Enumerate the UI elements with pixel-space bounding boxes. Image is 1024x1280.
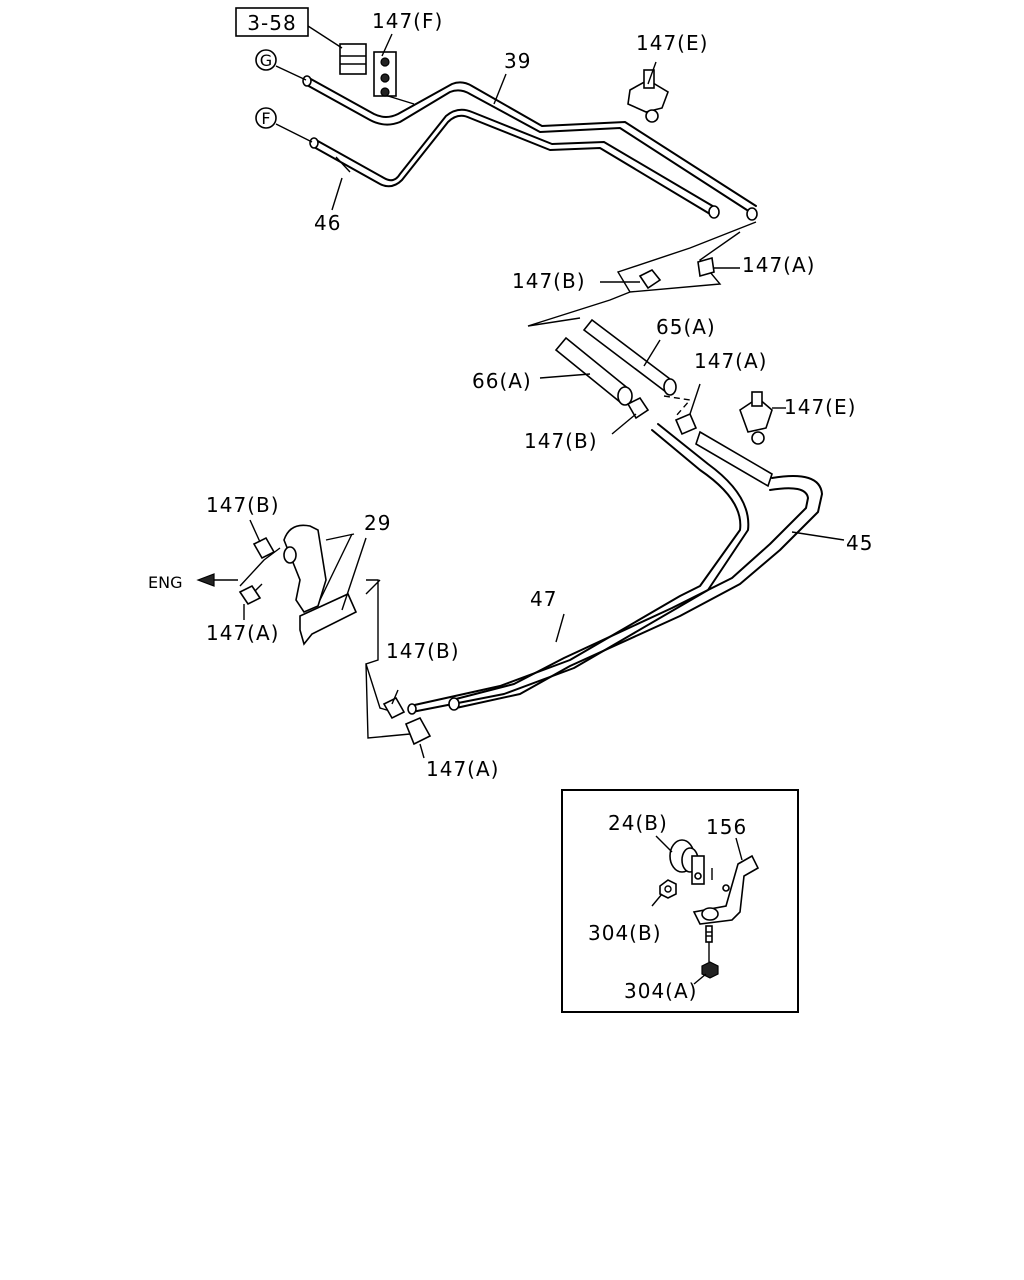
label-47: 47 — [530, 587, 557, 611]
label-66a: 66(A) — [472, 369, 532, 393]
inset-panel: 24(B) 156 304(B) 304(A) — [561, 789, 799, 1013]
marker-f: F — [255, 107, 313, 143]
engine-arrow — [196, 573, 238, 587]
dashed-connector — [663, 395, 692, 417]
label-147a-lower: 147(A) — [426, 757, 499, 781]
label-304a: 304(A) — [624, 979, 697, 1003]
clip-147b-lower — [382, 689, 406, 720]
grommet-24b — [655, 835, 705, 885]
hose-66a — [539, 336, 633, 406]
clip-147e-mid — [739, 391, 786, 445]
label-304b: 304(B) — [588, 921, 662, 945]
hose-65a — [582, 318, 677, 396]
label-147a-left: 147(A) — [206, 621, 279, 645]
label-24b: 24(B) — [608, 811, 668, 835]
label-45: 45 — [846, 531, 873, 555]
label-147e-top: 147(E) — [636, 31, 708, 55]
label-46: 46 — [314, 211, 341, 235]
svg-text:F: F — [261, 109, 270, 128]
label-eng: ENG — [148, 573, 182, 592]
pipe-46 — [309, 108, 720, 219]
marker-g: G — [255, 49, 307, 81]
label-39: 39 — [504, 49, 531, 73]
label-147f: 147(F) — [372, 9, 443, 33]
clip-147f — [339, 43, 415, 105]
label-147b-lower: 147(B) — [386, 639, 460, 663]
nut-304b — [651, 879, 677, 907]
label-147b-mid: 147(B) — [524, 429, 598, 453]
clip-147b-mid — [611, 396, 650, 435]
pipe-45 — [448, 430, 845, 711]
clip-147a-lower — [404, 716, 432, 759]
clip-147a-upper — [697, 256, 740, 278]
clip-147b-upper — [600, 268, 662, 290]
label-29: 29 — [364, 511, 391, 535]
label-147a-upper: 147(A) — [742, 253, 815, 277]
label-147a-mid: 147(A) — [694, 349, 767, 373]
pipe-39 — [302, 75, 758, 221]
label-147e-mid: 147(E) — [784, 395, 856, 419]
clip-147a-left — [238, 584, 262, 620]
label-65a: 65(A) — [656, 315, 716, 339]
bracket-156 — [692, 837, 760, 925]
hose-29 — [283, 524, 367, 646]
svg-text:3-58: 3-58 — [247, 11, 296, 35]
reference-box: 3-58 — [235, 7, 343, 49]
svg-text:G: G — [260, 51, 272, 70]
routing-centerline-upper — [527, 221, 757, 327]
clip-147a-mid — [674, 383, 701, 436]
clip-147b-left — [249, 519, 276, 560]
clip-147e-top — [627, 61, 669, 123]
label-147b-left: 147(B) — [206, 493, 280, 517]
label-156: 156 — [706, 815, 747, 839]
label-147b-upper: 147(B) — [512, 269, 586, 293]
pipe-47 — [407, 423, 750, 715]
